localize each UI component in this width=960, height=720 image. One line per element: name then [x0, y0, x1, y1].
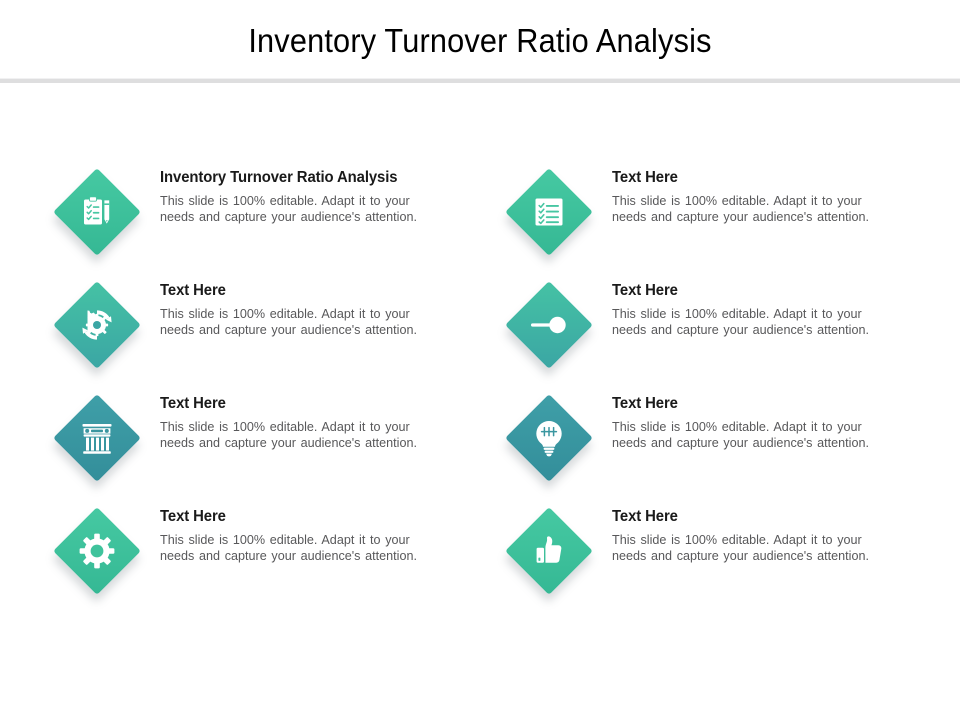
diamond-shape — [53, 168, 141, 256]
badge-thumbs-up[interactable] — [500, 502, 596, 598]
item-body: This slide is 100% editable. Adapt it to… — [160, 307, 417, 337]
diamond-shape — [505, 394, 593, 482]
list-item[interactable]: Text Here This slide is 100% editable. A… — [500, 389, 900, 493]
items-grid: Inventory Turnover Ratio Analysis This s… — [0, 82, 960, 720]
badge-lightbulb[interactable] — [500, 389, 596, 485]
item-text-block: Text Here This slide is 100% editable. A… — [612, 395, 900, 451]
list-item[interactable]: Text Here This slide is 100% editable. A… — [500, 502, 900, 606]
list-item[interactable]: Text Here This slide is 100% editable. A… — [500, 163, 900, 267]
badge-clipboard-checklist-pen[interactable] — [48, 163, 144, 259]
item-text-block: Text Here This slide is 100% editable. A… — [160, 282, 448, 338]
item-body: This slide is 100% editable. Adapt it to… — [612, 533, 869, 563]
diamond-shape — [505, 507, 593, 595]
diamond-shape — [505, 281, 593, 369]
diamond-shape — [505, 168, 593, 256]
item-text-block: Text Here This slide is 100% editable. A… — [612, 282, 900, 338]
list-item[interactable]: Text Here This slide is 100% editable. A… — [48, 276, 448, 380]
diamond-shape — [53, 281, 141, 369]
badge-gear[interactable] — [48, 502, 144, 598]
item-heading: Text Here — [612, 169, 678, 186]
list-item[interactable]: Inventory Turnover Ratio Analysis This s… — [48, 163, 448, 267]
header-divider — [0, 78, 960, 83]
badge-line-dot-pin[interactable] — [500, 276, 596, 372]
page-title: Inventory Turnover Ratio Analysis — [248, 22, 712, 59]
badge-gear-refresh[interactable] — [48, 276, 144, 372]
item-heading: Text Here — [612, 395, 678, 412]
item-heading: Text Here — [160, 508, 226, 525]
list-item[interactable]: Text Here This slide is 100% editable. A… — [48, 502, 448, 606]
slide-header: Inventory Turnover Ratio Analysis — [0, 0, 960, 83]
badge-checklist[interactable] — [500, 163, 596, 259]
item-text-block: Text Here This slide is 100% editable. A… — [612, 508, 900, 564]
item-body: This slide is 100% editable. Adapt it to… — [612, 307, 869, 337]
item-body: This slide is 100% editable. Adapt it to… — [160, 420, 417, 450]
list-item[interactable]: Text Here This slide is 100% editable. A… — [48, 389, 448, 493]
item-text-block: Inventory Turnover Ratio Analysis This s… — [160, 169, 448, 225]
badge-pillar-column[interactable] — [48, 389, 144, 485]
item-text-block: Text Here This slide is 100% editable. A… — [160, 508, 448, 564]
item-body: This slide is 100% editable. Adapt it to… — [160, 533, 417, 563]
item-text-block: Text Here This slide is 100% editable. A… — [612, 169, 900, 225]
item-body: This slide is 100% editable. Adapt it to… — [612, 420, 869, 450]
item-body: This slide is 100% editable. Adapt it to… — [160, 194, 417, 224]
item-heading: Text Here — [612, 508, 678, 525]
list-item[interactable]: Text Here This slide is 100% editable. A… — [500, 276, 900, 380]
item-heading: Text Here — [160, 282, 226, 299]
diamond-shape — [53, 394, 141, 482]
item-body: This slide is 100% editable. Adapt it to… — [612, 194, 869, 224]
item-heading: Inventory Turnover Ratio Analysis — [160, 169, 398, 186]
item-heading: Text Here — [612, 282, 678, 299]
item-heading: Text Here — [160, 395, 226, 412]
diamond-shape — [53, 507, 141, 595]
item-text-block: Text Here This slide is 100% editable. A… — [160, 395, 448, 451]
